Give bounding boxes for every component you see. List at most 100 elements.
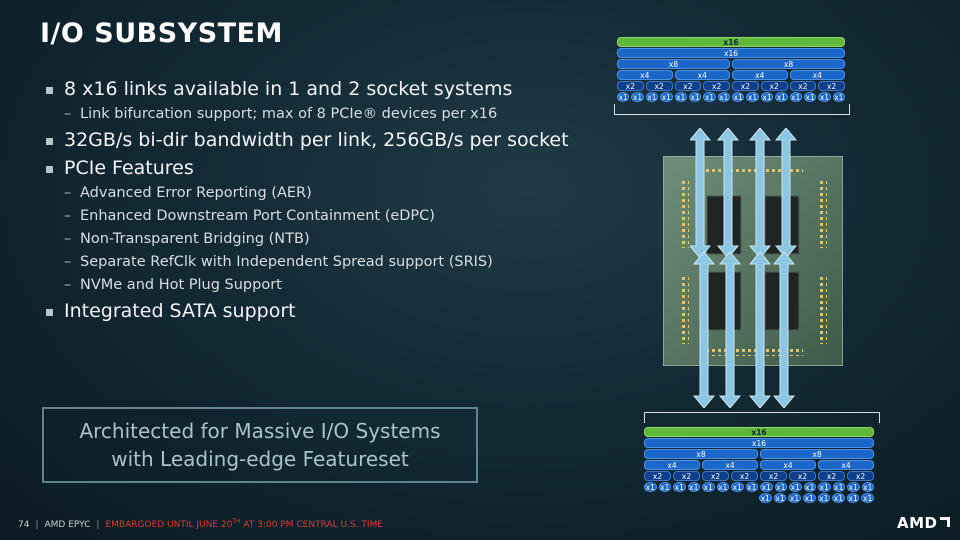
lane-x1: x1	[861, 482, 874, 492]
lane-x1: x1	[717, 92, 730, 102]
sub-bullet: –Advanced Error Reporting (AER)	[44, 185, 604, 201]
amd-arrow-icon	[939, 517, 950, 527]
bidirectional-arrow-icon	[716, 128, 740, 259]
lane-x4: x4	[617, 70, 673, 80]
lane-x2: x2	[644, 471, 671, 481]
embargo-notice: EMBARGOED UNTIL JUNE 20TH AT 3:00 PM CEN…	[105, 518, 383, 530]
sub-bullet-text: Separate RefClk with Independent Spread …	[80, 254, 493, 270]
bullet-square-icon	[46, 138, 53, 145]
sub-bullet-text: Enhanced Downstream Port Containment (eD…	[80, 208, 435, 224]
lane-x1: x1	[803, 92, 817, 102]
link-arrows	[690, 128, 798, 408]
sub-bullet: –Separate RefClk with Independent Spread…	[44, 254, 604, 270]
dash-icon: –	[64, 231, 72, 247]
lane-x16: x16	[644, 427, 874, 437]
bullet: Integrated SATA support	[44, 300, 604, 322]
lane-x2: x2	[673, 471, 700, 481]
lane-x4: x4	[818, 460, 874, 470]
logo-text: AMD	[897, 514, 938, 532]
lane-x1: x1	[832, 482, 845, 492]
lane-x1: x1	[846, 493, 860, 503]
bullet-text: Integrated SATA support	[64, 300, 296, 322]
lane-x4: x4	[644, 460, 700, 470]
slide-title: I/O SUBSYSTEM	[40, 18, 283, 49]
lane-x16: x16	[617, 48, 845, 58]
separator: |	[35, 520, 39, 530]
sub-bullet: –Link bifurcation support; max of 8 PCIe…	[44, 106, 604, 122]
lane-x2: x2	[789, 471, 816, 481]
lane-x1: x1	[703, 92, 716, 102]
sub-bullet-text: Link bifurcation support; max of 8 PCIe®…	[80, 106, 498, 122]
lane-x1: x1	[789, 92, 802, 102]
pad-row	[703, 166, 803, 174]
pad-column	[817, 274, 827, 344]
product-name: AMD EPYC	[44, 520, 91, 530]
page-number: 74	[18, 520, 30, 530]
die	[706, 271, 742, 331]
amd-logo: AMD	[897, 514, 950, 532]
bullet: 32GB/s bi-dir bandwidth per link, 256GB/…	[44, 129, 604, 151]
lane-x1: x1	[803, 482, 816, 492]
lane-x1: x1	[732, 92, 745, 102]
lane-x2: x2	[617, 81, 644, 91]
lane-x1: x1	[775, 92, 788, 102]
lane-x1: x1	[832, 493, 845, 503]
embargo-text: EMBARGOED UNTIL JUNE 20	[105, 520, 233, 530]
lane-x2: x2	[731, 471, 758, 481]
lane-x2: x2	[847, 471, 874, 481]
lane-x1: x1	[658, 482, 671, 492]
lane-x1: x1	[759, 493, 772, 503]
lane-x2: x2	[674, 81, 702, 91]
bottom-bracket	[644, 412, 880, 423]
lane-x1: x1	[660, 92, 673, 102]
lane-x1: x1	[760, 482, 773, 492]
bullet-square-icon	[46, 309, 53, 316]
lane-x1: x1	[716, 482, 729, 492]
lane-x2: x2	[645, 81, 673, 91]
lane-x2: x2	[818, 81, 845, 91]
footer: 74 | AMD EPYC | EMBARGOED UNTIL JUNE 20TH AT…	[18, 518, 383, 530]
sub-bullet-text: Non-Transparent Bridging (NTB)	[80, 231, 310, 247]
lane-x1: x1	[818, 92, 831, 102]
bullet-list: 8 x16 links available in 1 and 2 socket …	[44, 78, 604, 328]
lane-x8: x8	[732, 59, 845, 69]
sub-bullet: –Enhanced Downstream Port Containment (e…	[44, 208, 604, 224]
lane-x8: x8	[760, 449, 874, 459]
bidirectional-arrow-icon	[748, 251, 772, 408]
pad-column	[817, 178, 827, 248]
dash-icon: –	[64, 277, 72, 293]
sub-bullet: –Non-Transparent Bridging (NTB)	[44, 231, 604, 247]
lane-x1: x1	[817, 493, 831, 503]
lane-x1: x1	[631, 92, 644, 102]
lane-x1: x1	[644, 482, 657, 492]
lane-x2: x2	[760, 81, 788, 91]
lane-x1: x1	[861, 493, 874, 503]
sub-bullet: –NVMe and Hot Plug Support	[44, 277, 604, 293]
lane-x8: x8	[617, 59, 730, 69]
lane-x1: x1	[731, 482, 744, 492]
lane-x1: x1	[788, 493, 801, 503]
lane-x1: x1	[687, 482, 700, 492]
bullet-text: PCIe Features	[64, 157, 194, 179]
bullet-square-icon	[46, 166, 53, 173]
lane-x1: x1	[847, 482, 860, 492]
lane-x2: x2	[702, 471, 729, 481]
top-bracket	[614, 104, 850, 115]
lane-x1: x1	[617, 92, 630, 102]
bullet-text: 8 x16 links available in 1 and 2 socket …	[64, 78, 513, 100]
lane-x4: x4	[702, 460, 758, 470]
lane-x1: x1	[645, 92, 659, 102]
lane-x8: x8	[644, 449, 758, 459]
lane-x2: x2	[818, 471, 845, 481]
lane-x1: x1	[760, 92, 774, 102]
lane-x1: x1	[702, 482, 715, 492]
embargo-text: AT 3:00 PM CENTRAL U.S. TIME	[240, 520, 383, 530]
pad-column	[679, 274, 689, 344]
lane-x1: x1	[745, 482, 758, 492]
dash-icon: –	[64, 254, 72, 270]
bidirectional-arrow-icon	[772, 251, 796, 408]
separator: |	[96, 520, 100, 530]
lane-x1: x1	[688, 92, 702, 102]
lane-x4: x4	[674, 70, 730, 80]
